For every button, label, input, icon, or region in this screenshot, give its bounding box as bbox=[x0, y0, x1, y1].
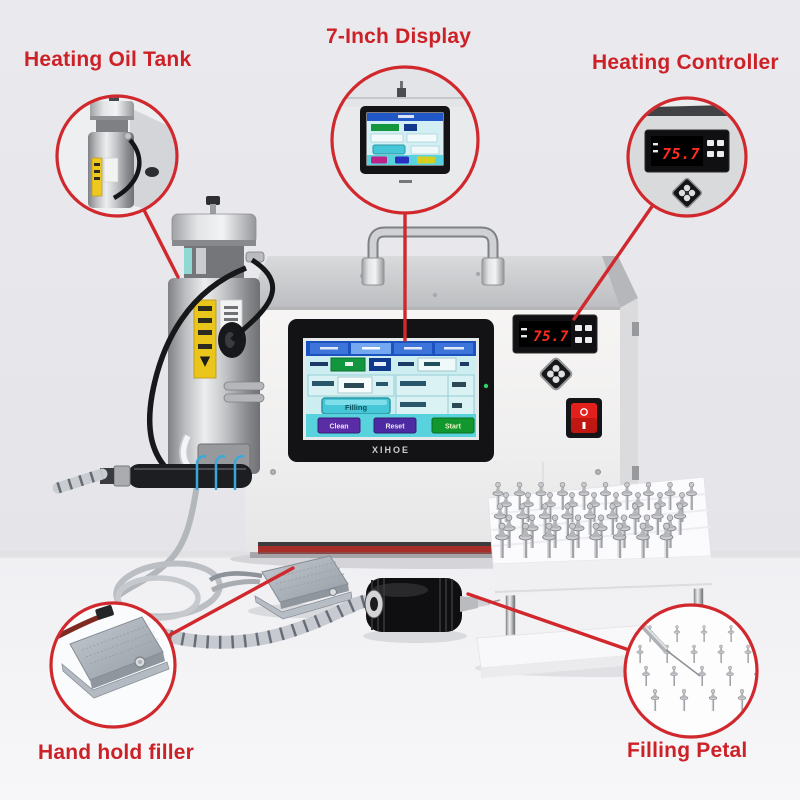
power-led bbox=[483, 383, 489, 389]
callout-heating-controller: 75.7 bbox=[626, 96, 748, 218]
power-switch bbox=[566, 398, 602, 438]
screen-reset-button: Reset bbox=[373, 417, 417, 434]
pedal-cable-coil bbox=[113, 477, 261, 621]
callout-connector-lines bbox=[142, 203, 655, 652]
label-display: 7-Inch Display bbox=[326, 25, 472, 48]
label-heating-controller: Heating Controller bbox=[592, 51, 779, 74]
brand-text: XIHOE bbox=[372, 445, 410, 455]
callout-heating-oil-tank bbox=[55, 94, 179, 218]
filling-button-label: Filling bbox=[345, 403, 367, 412]
label-heating-oil-tank: Heating Oil Tank bbox=[24, 48, 192, 71]
screen-clean-button: Clean bbox=[317, 417, 361, 434]
label-hand-hold-filler: Hand hold filler bbox=[38, 741, 195, 764]
reset-button-label: Reset bbox=[385, 424, 405, 431]
touchscreen-display: Filling Clean Reset Start XIHOE bbox=[288, 319, 494, 462]
label-filling-petal: Filling Petal bbox=[627, 739, 748, 762]
line-heating-oil-tank bbox=[142, 208, 180, 279]
start-button-label: Start bbox=[445, 424, 462, 431]
clean-button-label: Clean bbox=[329, 424, 348, 431]
callout-fan-icon bbox=[671, 177, 703, 209]
screen-start-button: Start bbox=[431, 417, 475, 434]
callout-display bbox=[330, 65, 480, 215]
callout-temperature-readout: 75.7 bbox=[662, 145, 700, 163]
temperature-controller: 75.7 bbox=[512, 314, 598, 354]
carry-handle bbox=[361, 226, 505, 286]
line-filling-petal bbox=[466, 592, 631, 652]
screen-tabs bbox=[310, 343, 473, 354]
screen-filling-button: Filling bbox=[321, 397, 391, 415]
heating-oil-tank bbox=[146, 196, 276, 474]
line-heating-controller bbox=[572, 203, 655, 321]
callout-hand-hold-filler bbox=[49, 601, 177, 729]
temperature-readout: 75.7 bbox=[533, 329, 569, 345]
screen-fields bbox=[307, 357, 475, 418]
line-hand-hold-filler bbox=[166, 566, 295, 638]
cooling-fan-icon bbox=[539, 357, 573, 391]
pump-tube-assembly bbox=[52, 433, 252, 494]
